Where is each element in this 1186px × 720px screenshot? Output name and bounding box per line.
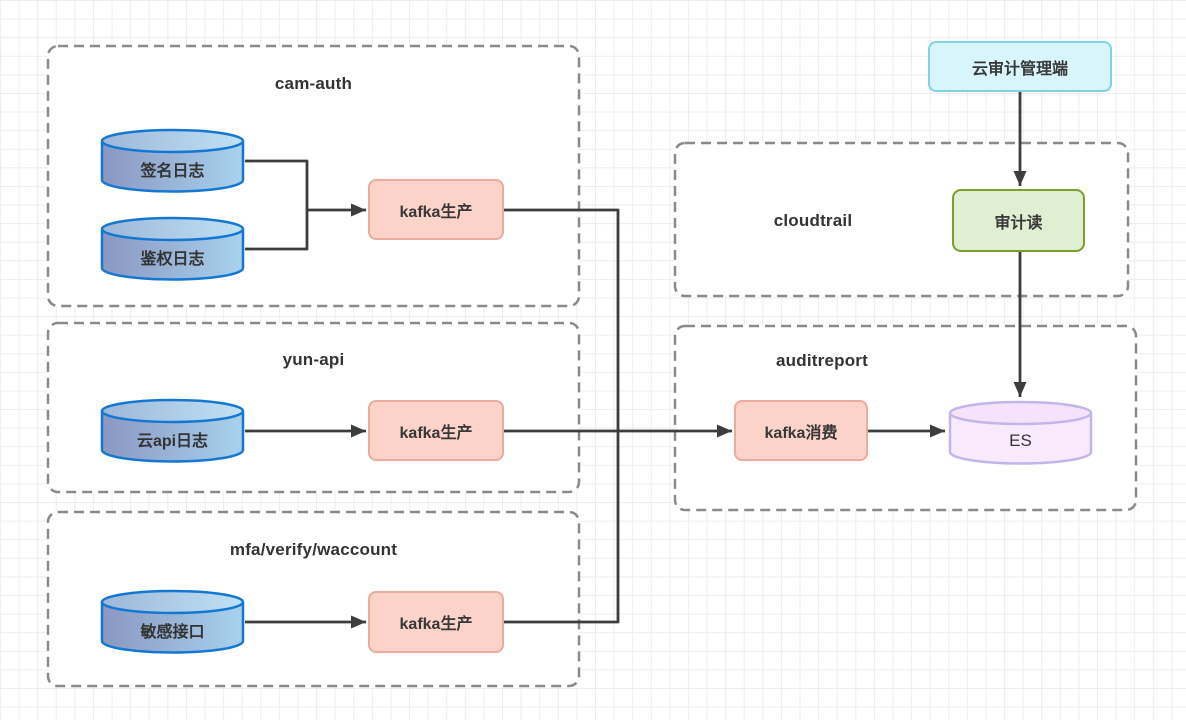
group-title-cam-auth: cam-auth [274,74,353,93]
group-title-yun-api: yun-api [282,350,345,369]
db-auth-log[interactable]: 鉴权日志 [100,216,245,282]
kafka-producer-yunapi[interactable]: kafka生产 [368,400,504,461]
database-cylinder-icon [100,589,245,654]
db-sensitive-api[interactable]: 敏感接口 [100,589,245,655]
db-sign-log[interactable]: 签名日志 [100,128,245,194]
db-es-label: ES [1009,431,1032,450]
kafka-producer-cam[interactable]: kafka生产 [368,179,504,240]
db-sensitive-api-label: 敏感接口 [140,624,205,641]
database-cylinder-icon [948,400,1093,465]
database-cylinder-icon [100,216,245,281]
kafka-consumer[interactable]: kafka消费 [734,400,868,461]
db-es[interactable]: ES [948,400,1093,466]
db-auth-log-label: 鉴权日志 [140,251,205,268]
edge-camdb-merge[interactable] [245,159,309,251]
db-yunapi-log-label: 云api日志 [136,433,209,450]
kafka-producer-cam-label: kafka生产 [399,203,473,221]
database-cylinder-icon [100,128,245,193]
group-title-mfa: mfa/verify/waccount [229,540,398,559]
cloud-audit-console-label: 云审计管理端 [971,60,1068,78]
kafka-producer-mfa-label: kafka生产 [399,616,473,633]
db-yunapi-log[interactable]: 云api日志 [100,398,245,464]
cloud-audit-console[interactable]: 云审计管理端 [928,41,1112,92]
audit-read-label: 审计读 [994,214,1043,232]
database-cylinder-icon [100,398,245,463]
edge-kafka-producer-cam-to-bus[interactable] [504,208,620,431]
group-title-auditreport: auditreport [776,351,868,370]
db-sign-log-label: 签名日志 [140,163,205,180]
audit-read[interactable]: 审计读 [952,189,1085,252]
group-title-cloudtrail: cloudtrail [773,211,853,230]
kafka-consumer-label: kafka消费 [764,424,838,442]
kafka-producer-yunapi-label: kafka生产 [399,424,473,442]
kafka-producer-mfa[interactable]: kafka生产 [368,591,504,653]
edge-kafka-producer-mfa-to-bus[interactable] [504,431,620,624]
